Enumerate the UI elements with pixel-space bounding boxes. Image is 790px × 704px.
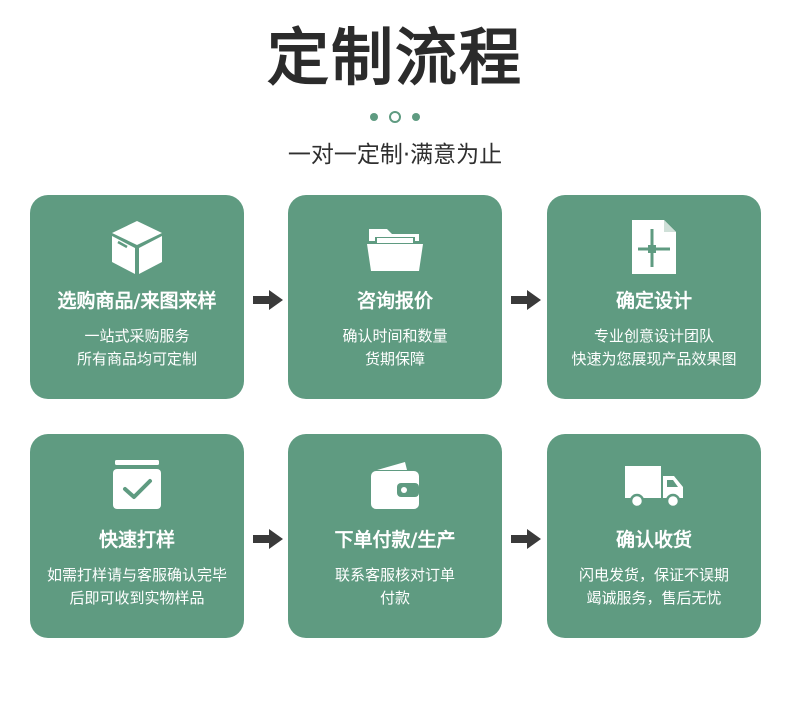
page-subtitle: 一对一定制·满意为止 <box>287 142 503 168</box>
step-desc-line: 如需打样请与客服确认完毕 <box>46 566 227 584</box>
step-title: 确认收货 <box>615 529 692 551</box>
arrow-right-icon <box>253 290 283 310</box>
hollow-dot-icon <box>389 111 401 123</box>
arrow-right-icon <box>253 529 283 549</box>
step-title: 确定设计 <box>615 290 692 312</box>
step-description: 联系客服核对订单 付款 <box>292 564 498 610</box>
step-description: 专业创意设计团队 快速为您展现产品效果图 <box>551 325 757 371</box>
step-card-order-payment: 下单付款/生产 联系客服核对订单 付款 <box>288 434 502 638</box>
step-desc-line: 付款 <box>379 589 410 607</box>
step-title: 快速打样 <box>98 529 175 551</box>
page-title: 定制流程 <box>266 21 523 94</box>
delivery-truck-icon <box>624 456 684 516</box>
step-desc-line: 所有商品均可定制 <box>76 350 197 368</box>
step-desc-line: 一站式采购服务 <box>84 327 190 345</box>
step-desc-line: 竭诚服务，售后无忧 <box>586 589 722 607</box>
dot-icon <box>412 113 420 121</box>
step-card-sample: 快速打样 如需打样请与客服确认完毕 后即可收到实物样品 <box>30 434 244 638</box>
step-desc-line: 专业创意设计团队 <box>593 327 714 345</box>
step-desc-line: 联系客服核对订单 <box>334 566 455 584</box>
step-title: 咨询报价 <box>356 290 433 312</box>
step-desc-line: 闪电发货，保证不误期 <box>578 566 729 584</box>
document-design-icon <box>624 217 684 277</box>
step-desc-line: 后即可收到实物样品 <box>69 589 205 607</box>
step-card-inquiry: 咨询报价 确认时间和数量 货期保障 <box>288 195 502 399</box>
step-card-select-product: 选购商品/来图来样 一站式采购服务 所有商品均可定制 <box>30 195 244 399</box>
step-description: 确认时间和数量 货期保障 <box>292 325 498 371</box>
wallet-icon <box>365 456 425 516</box>
arrow-right-icon <box>511 290 541 310</box>
inbox-check-icon <box>107 456 167 516</box>
folder-icon <box>365 217 425 277</box>
step-title: 选购商品/来图来样 <box>57 290 217 312</box>
box-icon <box>107 217 167 277</box>
step-title: 下单付款/生产 <box>334 529 456 551</box>
step-description: 闪电发货，保证不误期 竭诚服务，售后无忧 <box>551 564 757 610</box>
step-description: 一站式采购服务 所有商品均可定制 <box>34 325 240 371</box>
step-desc-line: 快速为您展现产品效果图 <box>571 350 737 368</box>
dot-icon <box>370 113 378 121</box>
step-desc-line: 货期保障 <box>364 350 425 368</box>
title-dots-decoration <box>368 110 422 124</box>
step-card-design: 确定设计 专业创意设计团队 快速为您展现产品效果图 <box>547 195 761 399</box>
step-card-receive: 确认收货 闪电发货，保证不误期 竭诚服务，售后无忧 <box>547 434 761 638</box>
step-desc-line: 确认时间和数量 <box>342 327 448 345</box>
arrow-right-icon <box>511 529 541 549</box>
step-description: 如需打样请与客服确认完毕 后即可收到实物样品 <box>34 564 240 610</box>
